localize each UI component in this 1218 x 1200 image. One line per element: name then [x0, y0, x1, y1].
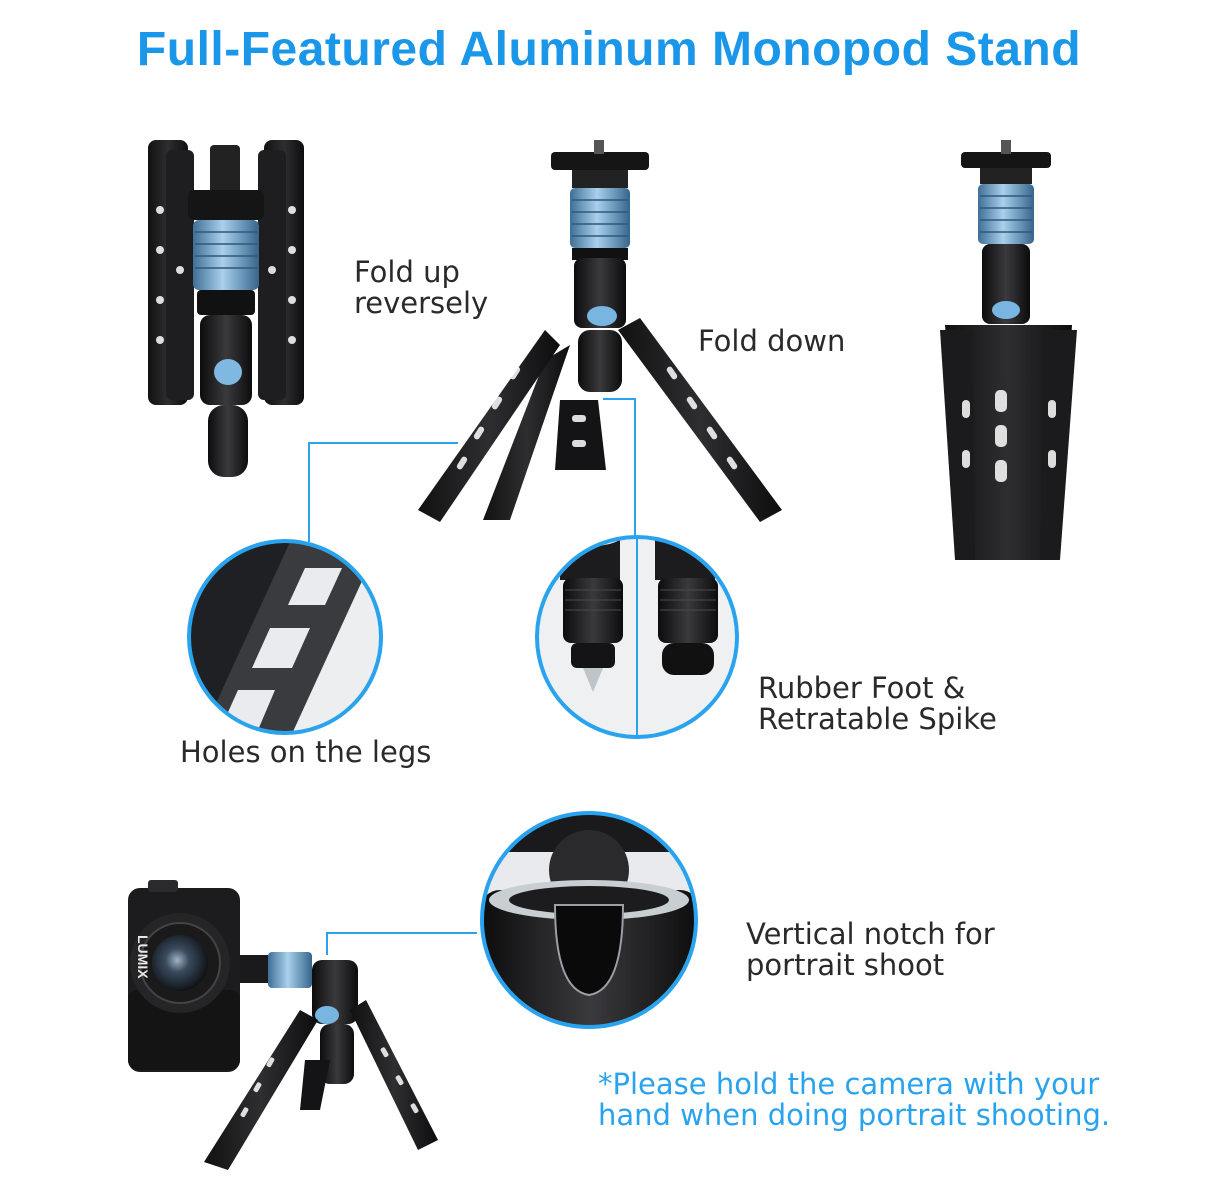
- fold-up-label: Fold up reversely: [354, 255, 489, 320]
- foot-spike-label: Rubber Foot & Retratable Spike: [758, 671, 997, 736]
- tripod-folded-down-image: [940, 140, 1077, 560]
- leader-lines: [308, 398, 636, 955]
- foot-spike-detail-image: [535, 535, 739, 739]
- page-title: Full-Featured Aluminum Monopod Stand: [136, 23, 1082, 76]
- portrait-note: *Please hold the camera with your hand w…: [598, 1067, 1111, 1132]
- holes-label: Holes on the legs: [180, 735, 432, 769]
- tripod-folded-up-image: [148, 140, 304, 477]
- vertical-notch-detail-image: [480, 811, 698, 1029]
- camera-on-tripod-image: LUMIX: [128, 880, 438, 1170]
- camera-brand-label: LUMIX: [135, 935, 151, 979]
- notch-label: Vertical notch for portrait shoot: [746, 917, 995, 982]
- tripod-standing-image: [418, 140, 782, 522]
- fold-down-label: Fold down: [698, 324, 846, 358]
- holes-detail-image: [187, 539, 383, 735]
